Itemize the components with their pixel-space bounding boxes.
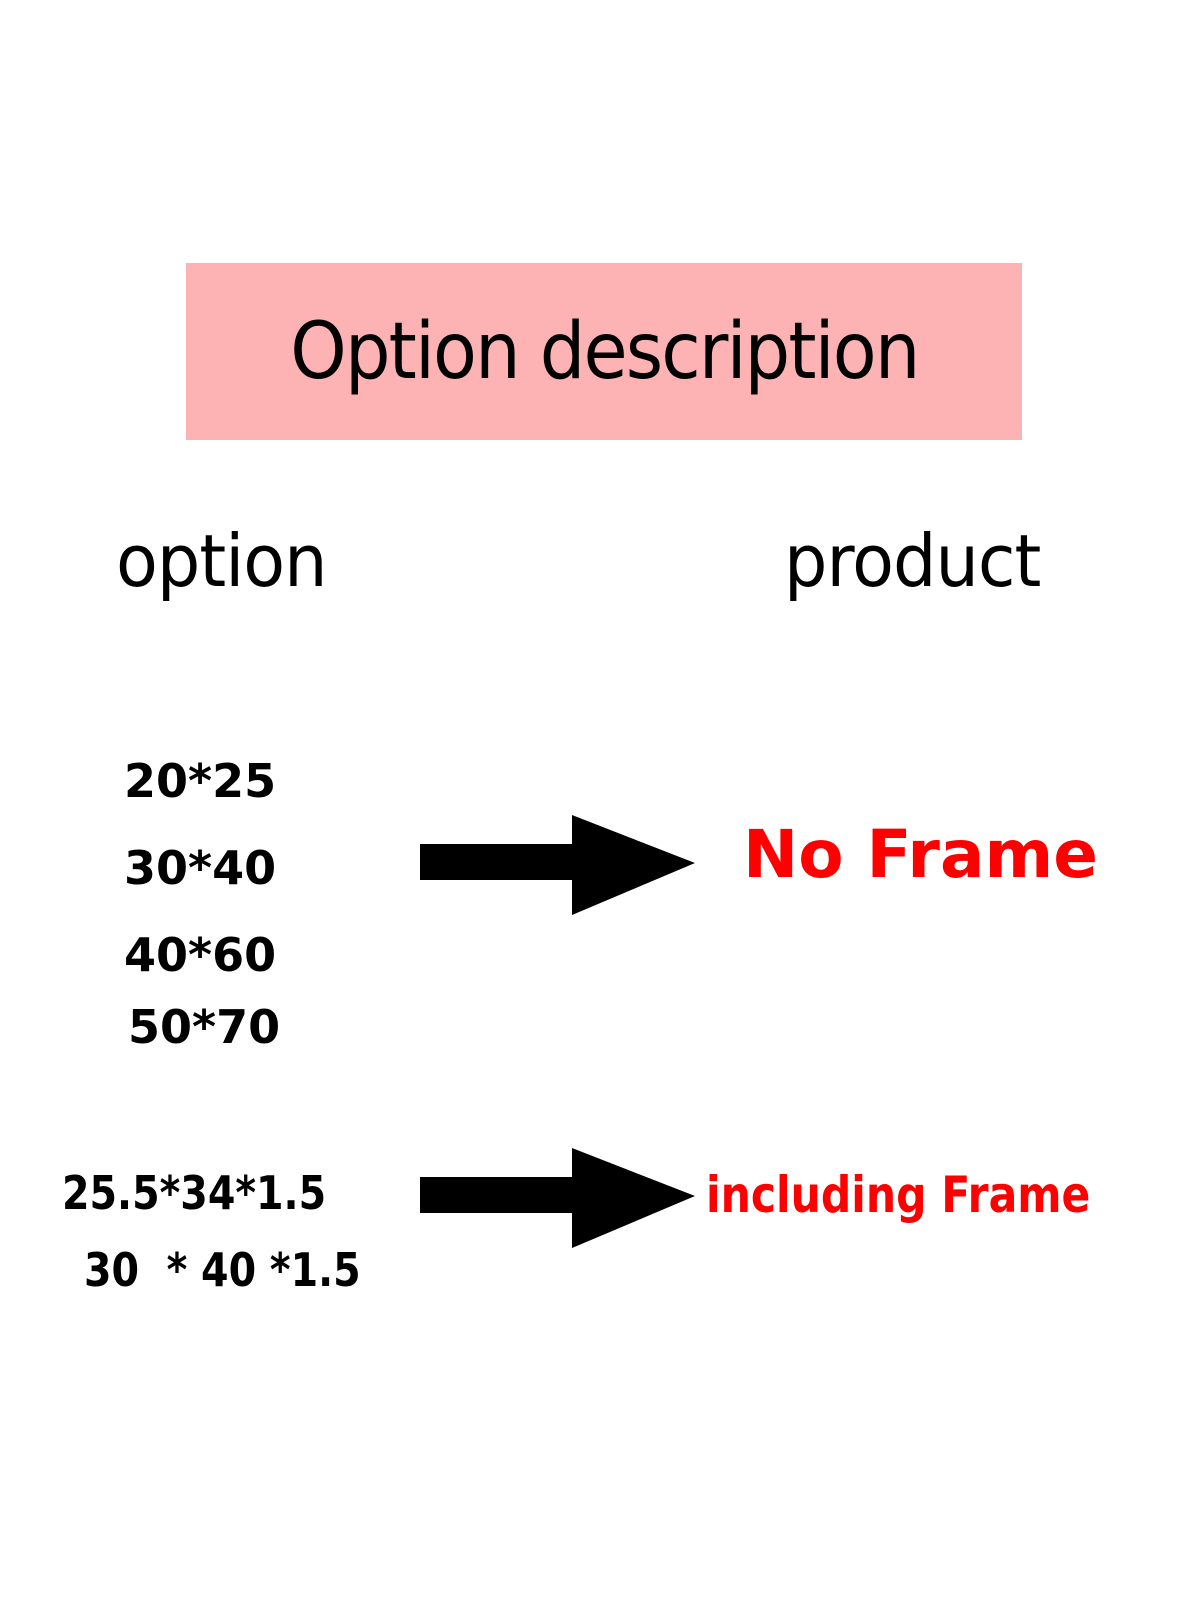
option-size: 30*40 [124,841,277,895]
result-including-frame: including Frame [706,1166,1091,1224]
right-arrow-icon [420,815,695,915]
result-no-frame: No Frame [743,816,1099,893]
title-banner: Option description [186,263,1022,440]
column-header-product: product [784,519,1041,603]
option-size-framed: 25.5*34*1.5 [62,1166,327,1220]
column-header-option: option [116,519,328,603]
option-size: 40*60 [124,928,277,982]
option-size: 50*70 [128,1000,281,1054]
option-size-framed: 30 * 40 *1.5 [84,1243,361,1297]
option-size: 20*25 [124,754,277,808]
right-arrow-icon [420,1148,695,1248]
page-title: Option description [289,306,920,397]
